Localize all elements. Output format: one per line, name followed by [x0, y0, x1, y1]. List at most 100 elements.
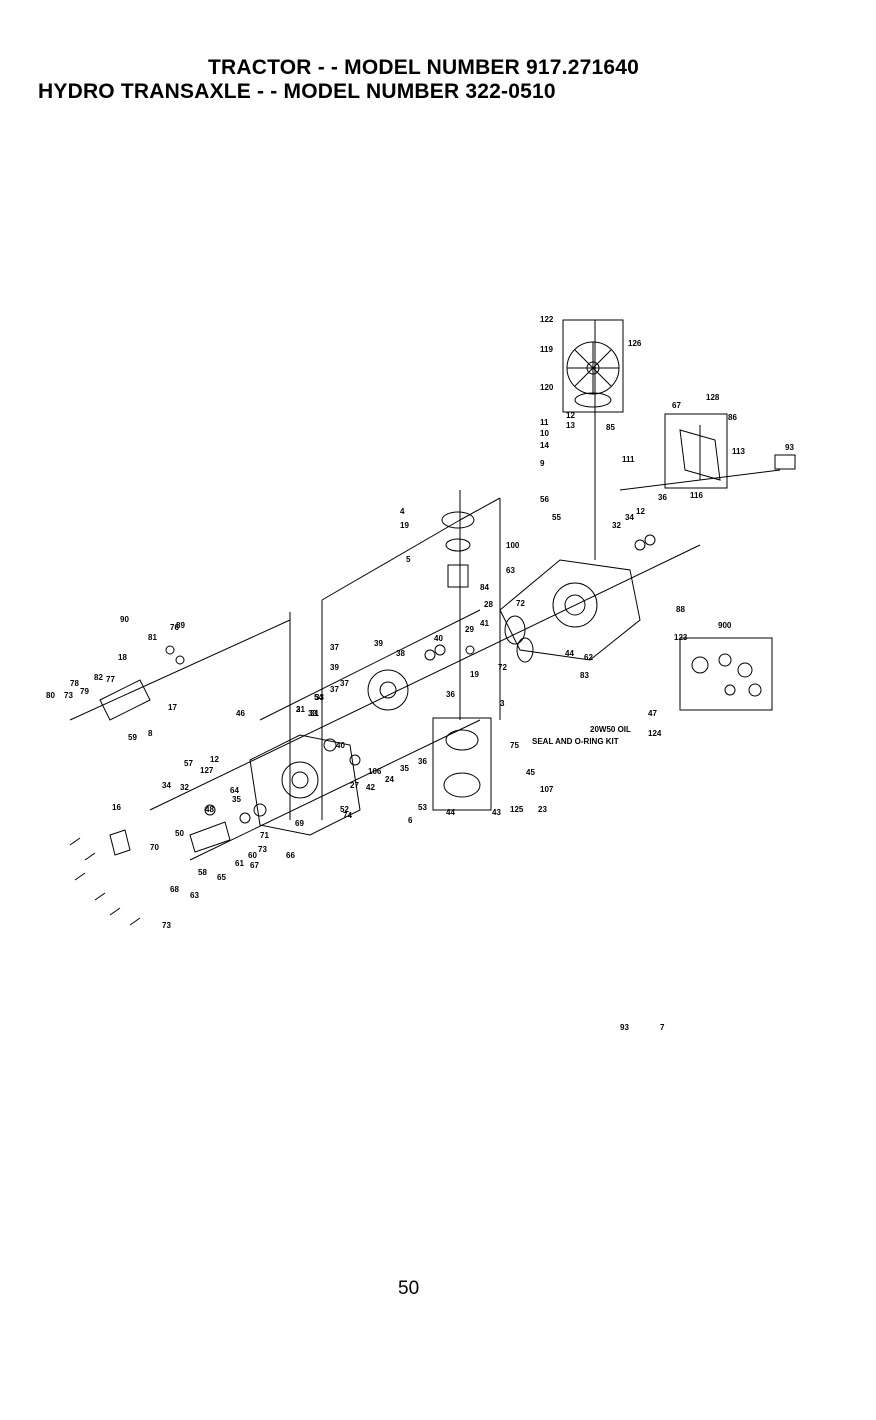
- part-callout-41: 41: [480, 619, 489, 628]
- part-callout-100: 100: [506, 541, 520, 550]
- part-callout-34: 34: [625, 513, 634, 522]
- part-callout-18: 18: [118, 653, 127, 662]
- part-callout-12: 12: [210, 755, 219, 764]
- part-callout-106: 106: [368, 767, 382, 776]
- part-callout-40: 40: [336, 741, 345, 750]
- part-callout-45: 45: [526, 768, 535, 777]
- part-callout-79: 79: [80, 687, 89, 696]
- part-callout-122: 122: [540, 315, 554, 324]
- part-callout-29: 29: [465, 625, 474, 634]
- part-callout-80: 80: [46, 691, 55, 700]
- part-callout-113: 113: [732, 447, 745, 456]
- part-callout-82: 82: [94, 673, 103, 682]
- part-callout-125: 125: [510, 805, 524, 814]
- part-callout-33: 33: [315, 693, 324, 702]
- part-callout-48: 48: [205, 805, 214, 814]
- part-callout-76: 76: [170, 623, 179, 632]
- part-callout-11: 11: [540, 418, 549, 427]
- part-callout-54: 54: [314, 693, 323, 702]
- part-callout-77: 77: [106, 675, 115, 684]
- part-callout-31: 31: [310, 709, 319, 718]
- part-callout-69: 69: [295, 819, 304, 828]
- part-callout-8: 8: [148, 729, 153, 738]
- part-callout-127: 127: [200, 766, 214, 775]
- part-callout-9: 9: [540, 459, 545, 468]
- part-callout-86: 86: [728, 413, 737, 422]
- part-callout-2: 2: [296, 705, 301, 714]
- part-callout-90: 90: [120, 615, 129, 624]
- part-callout-59: 59: [128, 733, 137, 742]
- part-callout-73: 73: [162, 921, 171, 930]
- part-callout-16: 16: [112, 803, 121, 812]
- part-callout-126: 126: [628, 339, 642, 348]
- part-callout-35: 35: [232, 795, 241, 804]
- page-number: 50: [398, 1278, 420, 1299]
- part-callout-78: 78: [70, 679, 79, 688]
- part-callout-116: 116: [690, 491, 703, 500]
- part-callout-37: 37: [330, 643, 339, 652]
- part-callout-128: 128: [706, 393, 720, 402]
- part-callout-35: 35: [400, 764, 409, 773]
- part-callout-72: 72: [516, 599, 525, 608]
- part-callout-38: 38: [396, 649, 405, 658]
- part-callout-53: 53: [418, 803, 427, 812]
- part-callout-27: 27: [350, 781, 359, 790]
- part-callout-39: 39: [330, 663, 339, 672]
- part-callout-67: 67: [250, 861, 259, 870]
- part-callout-46: 46: [236, 709, 245, 718]
- part-callout-111: 111: [622, 455, 635, 464]
- diagram-title-transaxle-model: HYDRO TRANSAXLE - - MODEL NUMBER 322-051…: [38, 80, 556, 103]
- part-callout-70: 70: [150, 843, 159, 852]
- part-callout-34: 34: [162, 781, 171, 790]
- part-callout-36: 36: [418, 757, 427, 766]
- part-callout-63: 63: [506, 566, 515, 575]
- part-callout-28: 28: [484, 600, 493, 609]
- part-callout-10: 10: [540, 429, 549, 438]
- part-callout-66: 66: [286, 851, 295, 860]
- part-callout-36: 36: [658, 493, 667, 502]
- part-callout-60: 60: [248, 851, 257, 860]
- part-callout-84: 84: [480, 583, 489, 592]
- part-callout-42: 42: [366, 783, 375, 792]
- part-callout-88: 88: [676, 605, 685, 614]
- part-callout-81: 81: [148, 633, 157, 642]
- part-callout-61: 61: [235, 859, 244, 868]
- part-callout-32: 32: [612, 521, 621, 530]
- part-callout-67: 67: [672, 401, 681, 410]
- part-callout-56: 56: [540, 495, 549, 504]
- part-callout-12: 12: [636, 507, 645, 516]
- part-callout-36: 36: [446, 690, 455, 699]
- part-callout-37: 37: [330, 685, 339, 694]
- part-callout-12: 12: [566, 411, 575, 420]
- part-callout-75: 75: [510, 741, 519, 750]
- part-callout-37: 37: [340, 679, 349, 688]
- part-callout-83: 83: [580, 671, 589, 680]
- part-callout-3: 3: [500, 699, 505, 708]
- part-callout-33: 33: [308, 709, 317, 718]
- part-callout-93: 93: [620, 1023, 629, 1032]
- part-callout-40: 40: [434, 634, 443, 643]
- part-callout-68: 68: [170, 885, 179, 894]
- part-callout-52: 52: [340, 805, 349, 814]
- part-callout-119: 119: [540, 345, 553, 354]
- part-callout-55: 55: [552, 513, 561, 522]
- part-callout-120: 120: [540, 383, 554, 392]
- part-callout-19: 19: [400, 521, 409, 530]
- part-callout-47: 47: [648, 709, 657, 718]
- part-callout-57: 57: [184, 759, 193, 768]
- part-callout-43: 43: [492, 808, 501, 817]
- part-callout-14: 14: [540, 441, 549, 450]
- part-callout-123: 123: [674, 633, 688, 642]
- part-callout-85: 85: [606, 423, 615, 432]
- part-callout-24: 24: [385, 775, 394, 784]
- part-callout-44: 44: [565, 649, 574, 658]
- part-callout-50: 50: [175, 829, 184, 838]
- part-callout-58: 58: [198, 868, 207, 877]
- part-callout-44: 44: [446, 808, 455, 817]
- part-callout-72: 72: [498, 663, 507, 672]
- part-callout-6: 6: [408, 816, 413, 825]
- part-callout-7: 7: [660, 1023, 665, 1032]
- part-callout-64: 64: [230, 786, 239, 795]
